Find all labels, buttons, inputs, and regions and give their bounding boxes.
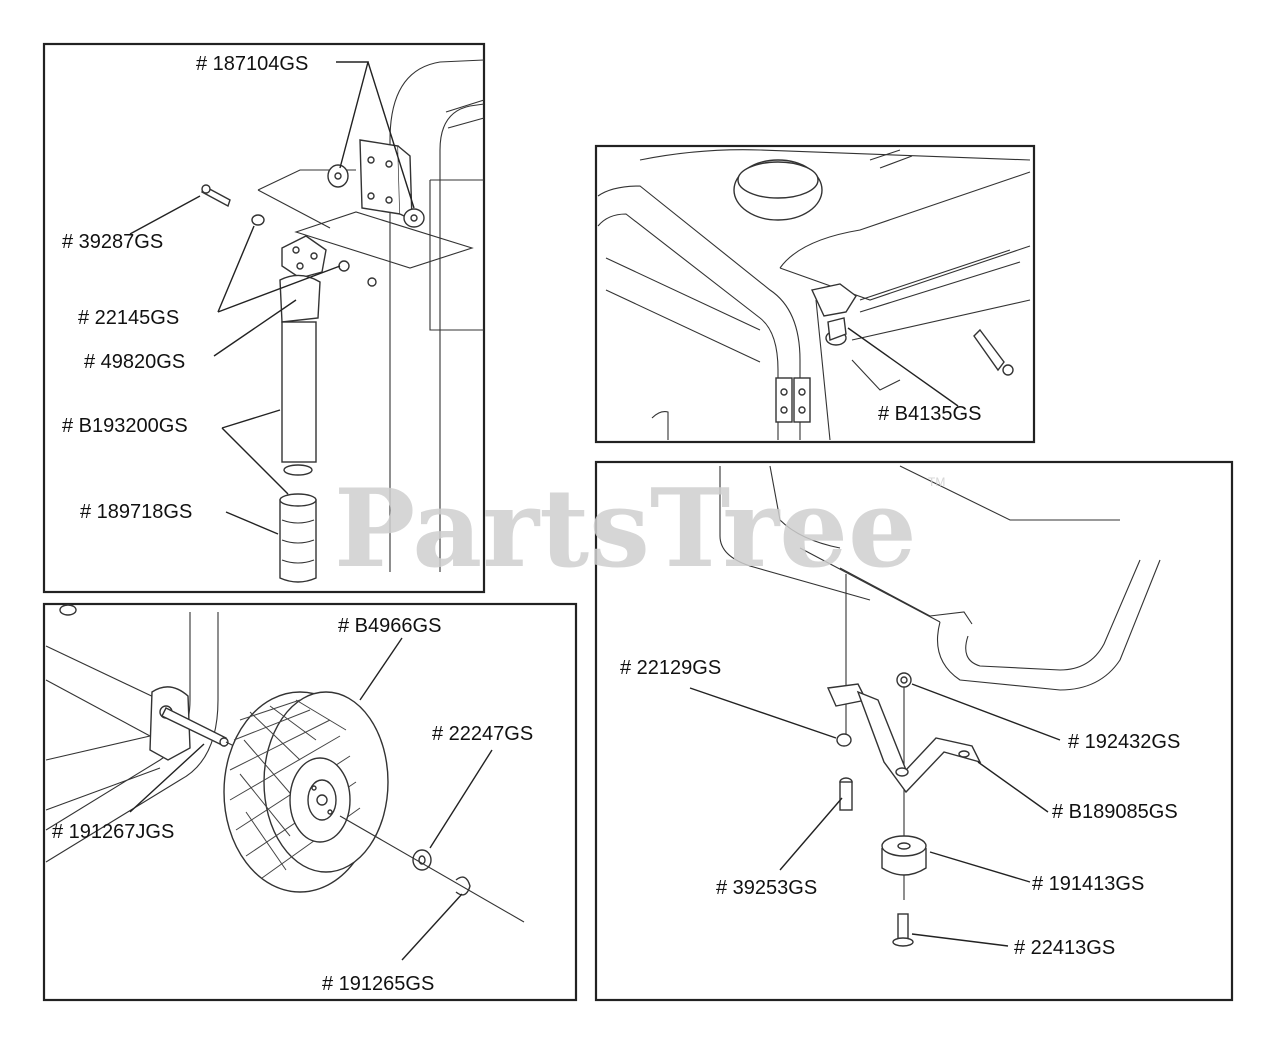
bracket-panel: # B4135GS bbox=[594, 144, 1036, 444]
label-22413: # 22413GS bbox=[1014, 937, 1115, 959]
foot-leaders bbox=[689, 683, 1061, 947]
label-B193200: # B193200GS bbox=[62, 415, 188, 437]
watermark-trademark: TM bbox=[928, 475, 945, 489]
tire-B4966 bbox=[223, 691, 389, 893]
wheel-panel: # B4966GS # 22247GS # 191267JGS # 191265… bbox=[42, 602, 578, 1002]
label-22145: # 22145GS bbox=[78, 307, 179, 329]
hinge-brackets bbox=[775, 377, 811, 423]
label-B189085: # B189085GS bbox=[1052, 801, 1178, 823]
bracket-plates bbox=[327, 139, 425, 228]
nut-192432 bbox=[896, 672, 912, 688]
label-B4135: # B4135GS bbox=[878, 403, 981, 425]
bracket-frame-tube bbox=[597, 185, 1031, 441]
axle-191267J bbox=[161, 707, 251, 755]
label-187104: # 187104GS bbox=[196, 53, 308, 75]
bracket-leader bbox=[847, 327, 959, 407]
foot-panel-frame bbox=[594, 460, 1234, 1002]
wheel-leaders bbox=[129, 637, 493, 961]
foot-bracket-B189085 bbox=[826, 683, 982, 794]
label-22129: # 22129GS bbox=[620, 657, 721, 679]
wheel-axis bbox=[339, 815, 525, 923]
washers-22145 bbox=[251, 214, 377, 287]
label-39253: # 39253GS bbox=[716, 877, 817, 899]
handle-tube-B193200 bbox=[281, 321, 317, 463]
screw-22413 bbox=[892, 913, 914, 947]
handle-leaders bbox=[129, 61, 415, 535]
watermark: PartsTree TM bbox=[334, 466, 945, 592]
rubber-foot-191413 bbox=[881, 835, 927, 876]
watermark-brand: PartsTree bbox=[334, 466, 917, 592]
label-22247: # 22247GS bbox=[432, 723, 533, 745]
generator-shell bbox=[639, 149, 1031, 313]
bolt-39287 bbox=[201, 184, 231, 208]
wheel-frame bbox=[45, 604, 219, 863]
foot-panel: # 22129GS # 192432GS # B189085GS # 39253… bbox=[594, 460, 1234, 1002]
label-39287: # 39287GS bbox=[62, 231, 163, 253]
handle-panel-frame bbox=[42, 42, 486, 594]
foot-frame-tube bbox=[719, 465, 1161, 691]
label-B4966: # B4966GS bbox=[338, 615, 441, 637]
label-191267J: # 191267JGS bbox=[52, 821, 174, 843]
label-191265: # 191265GS bbox=[322, 973, 434, 995]
washer-22129 bbox=[836, 733, 852, 747]
clip-191265 bbox=[455, 876, 471, 896]
side-bolt bbox=[973, 328, 1014, 376]
label-49820: # 49820GS bbox=[84, 351, 185, 373]
latch-B4135 bbox=[810, 283, 857, 346]
handle-top-49820 bbox=[279, 235, 327, 323]
grip-189718 bbox=[279, 464, 317, 583]
label-191413: # 191413GS bbox=[1032, 873, 1144, 895]
bolt-39253 bbox=[839, 777, 853, 811]
handle-panel: # 187104GS # 39287GS # 22145GS # 49820GS… bbox=[42, 42, 486, 594]
label-189718: # 189718GS bbox=[80, 501, 192, 523]
label-192432: # 192432GS bbox=[1068, 731, 1180, 753]
